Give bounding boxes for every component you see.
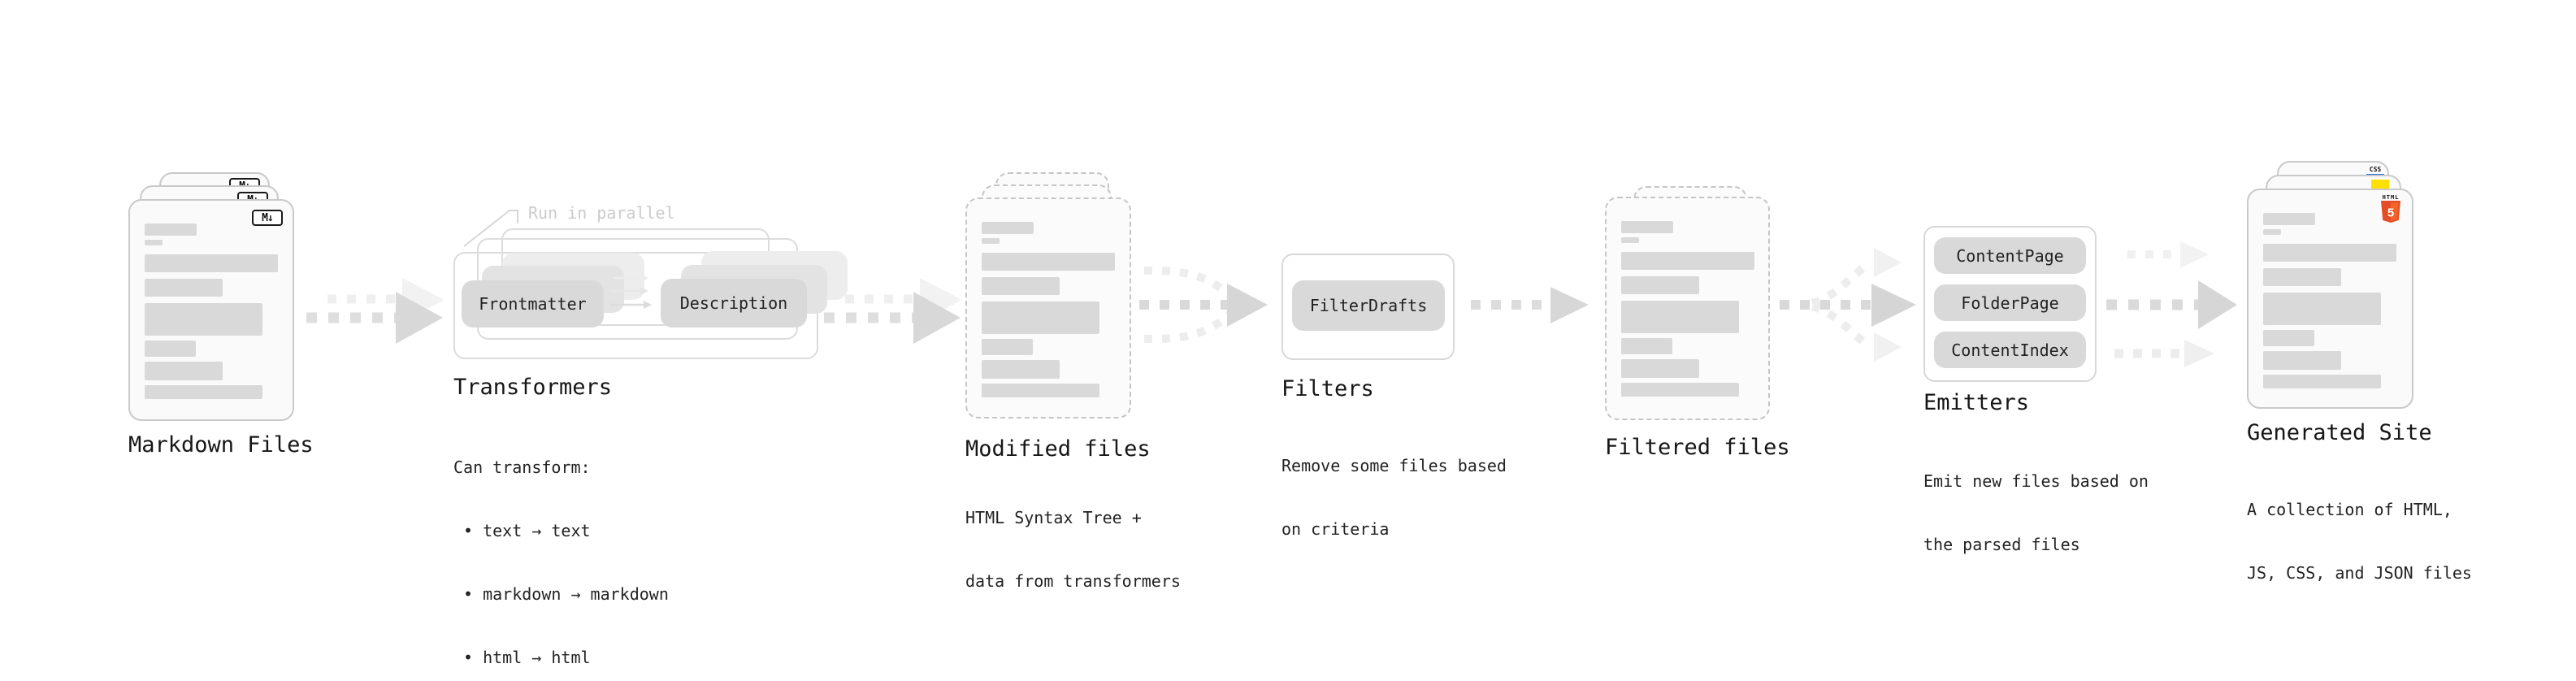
emitter-pill-contentpage: ContentPage <box>1934 237 2086 274</box>
placeholder-bar <box>2263 229 2281 235</box>
placeholder-bar <box>1621 301 1739 333</box>
placeholder-bar <box>145 240 163 245</box>
flow-arrow-icon <box>306 278 445 344</box>
generated-caption: A collection of HTML, JS, CSS, and JSON … <box>2247 500 2472 583</box>
modified-caption: HTML Syntax Tree + data from transformer… <box>965 508 1181 591</box>
svg-text:5: 5 <box>2387 206 2394 220</box>
doc-content-placeholder <box>1621 221 1754 397</box>
run-in-parallel-note: Run in parallel <box>528 203 675 223</box>
generated-file-card-html: HTML 5 <box>2247 189 2413 409</box>
placeholder-bar <box>982 339 1033 355</box>
parallel-arrows-icon <box>609 274 652 309</box>
placeholder-bar <box>145 362 223 380</box>
doc-content-placeholder <box>982 222 1115 397</box>
stage-label-filters: Filters <box>1281 376 1374 401</box>
doc-content-placeholder <box>145 223 278 399</box>
transformer-pill-frontmatter: Frontmatter <box>462 280 604 327</box>
placeholder-bar <box>982 222 1034 234</box>
filters-caption: Remove some files based on criteria <box>1281 456 1507 539</box>
placeholder-bar <box>2263 244 2396 262</box>
placeholder-bar <box>145 279 223 297</box>
emitter-pill-folderpage: FolderPage <box>1934 284 2086 321</box>
stage-label-modified-files: Modified files <box>965 436 1151 462</box>
flow-arrow-icon <box>824 278 962 344</box>
placeholder-bar <box>982 384 1099 397</box>
bullet-item: • text → text <box>463 521 591 540</box>
placeholder-bar <box>1621 383 1739 397</box>
placeholder-bar <box>1621 359 1699 378</box>
flow-arrow-icon <box>1471 287 1589 323</box>
doc-content-placeholder <box>2263 213 2396 388</box>
placeholder-bar <box>1621 338 1672 354</box>
placeholder-bar <box>2263 213 2315 225</box>
leader-line <box>463 210 518 247</box>
flow-arrows-parallel-icon <box>2106 241 2237 367</box>
placeholder-bar <box>145 385 262 399</box>
placeholder-bar <box>2263 351 2341 370</box>
placeholder-bar <box>1621 221 1673 233</box>
filter-pill-filterdrafts: FilterDrafts <box>1292 280 1445 331</box>
placeholder-bar <box>982 277 1060 295</box>
placeholder-bar <box>2263 330 2314 346</box>
stage-label-filtered-files: Filtered files <box>1605 435 1790 460</box>
stage-label-markdown-files: Markdown Files <box>128 432 314 458</box>
placeholder-bar <box>982 253 1115 271</box>
stage-label-transformers: Transformers <box>453 375 613 400</box>
modified-file-card-front <box>965 197 1131 419</box>
placeholder-bar <box>145 303 262 336</box>
placeholder-bar <box>1621 237 1639 243</box>
bullet-item: • markdown → markdown <box>463 584 669 604</box>
placeholder-bar <box>2263 293 2381 325</box>
placeholder-bar <box>982 301 1099 334</box>
placeholder-bar <box>2263 268 2341 286</box>
markdown-file-card-front: M↓ <box>128 199 294 421</box>
stage-label-generated-site: Generated Site <box>2247 420 2432 445</box>
html5-icon: HTML 5 <box>2380 194 2401 226</box>
stage-label-emitters: Emitters <box>1923 390 2030 415</box>
placeholder-bar <box>145 340 196 357</box>
placeholder-bar <box>1621 276 1699 294</box>
placeholder-bar <box>2263 375 2381 388</box>
placeholder-bar <box>982 360 1060 379</box>
placeholder-bar <box>982 238 1000 244</box>
placeholder-bar <box>145 254 278 272</box>
emitters-caption: Emit new files based on the parsed files <box>1923 471 2149 554</box>
filtered-file-card-front <box>1605 197 1770 420</box>
markdown-icon: M↓ <box>252 210 283 226</box>
placeholder-bar <box>1621 252 1754 270</box>
bullet-item: • html → html <box>463 648 591 667</box>
transformer-pill-description: Description <box>661 279 807 327</box>
transformers-caption: Can transform: • text → text • markdown … <box>453 458 669 667</box>
flow-arrow-converge-icon <box>1139 267 1268 343</box>
placeholder-bar <box>145 223 197 236</box>
emitter-pill-contentindex: ContentIndex <box>1934 332 2086 368</box>
flow-arrow-diverge-icon <box>1780 248 1916 362</box>
